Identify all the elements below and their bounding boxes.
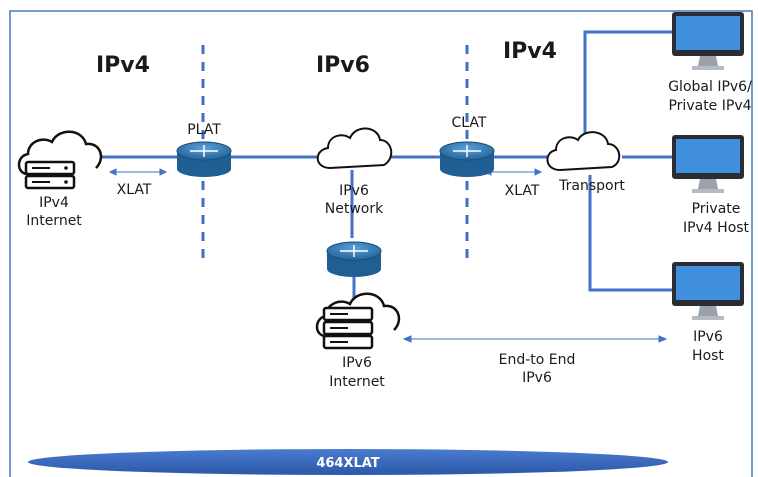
plat-router-icon — [176, 141, 232, 177]
host-global-label-line1: Global IPv6/ — [668, 79, 752, 95]
ipv6-network-cloud-icon — [316, 127, 393, 170]
ipv4-internet-label-line2: Internet — [26, 213, 82, 229]
host-ipv6-label-line1: IPv6 — [693, 329, 723, 345]
region-label-middle: IPv6 — [316, 53, 370, 78]
region-label-right: IPv4 — [503, 39, 557, 64]
host-global-label-line2: Private IPv4 — [668, 98, 751, 114]
link-transport-host-ipv6 — [588, 175, 672, 292]
xlat-label-right: XLAT — [505, 183, 540, 199]
global-host-computer-icon — [672, 12, 744, 70]
plat-label: PLAT — [187, 122, 221, 138]
host-private-label-line2: IPv4 Host — [683, 220, 750, 236]
ipv4-internet-icon — [17, 130, 103, 190]
end-to-end-label-line2: IPv6 — [522, 370, 552, 386]
end-to-end-label-line1: End-to End — [499, 352, 576, 368]
link-transport-host-global — [583, 30, 672, 137]
banner-ellipse — [28, 449, 668, 475]
ipv6-network-label-line1: IPv6 — [339, 183, 369, 199]
xlat-label-left: XLAT — [117, 182, 152, 198]
ipv6-internet-label-line2: Internet — [329, 374, 385, 390]
host-ipv6-label-line2: Host — [692, 348, 724, 364]
ipv6-host-computer-icon — [672, 262, 744, 320]
region-label-left: IPv4 — [96, 53, 150, 78]
host-private-label-line1: Private — [692, 201, 741, 217]
ipv6-internet-label-line1: IPv6 — [342, 355, 372, 371]
clat-label: CLAT — [452, 115, 487, 131]
private-ipv4-host-computer-icon — [672, 135, 744, 193]
transport-cloud-icon — [546, 131, 621, 172]
transport-label: Transport — [558, 178, 625, 194]
ipv6-internet-icon — [315, 292, 401, 350]
connection-lines — [93, 30, 672, 300]
ipv6-network-label-line2: Network — [325, 201, 384, 217]
clat-router-icon — [439, 141, 495, 177]
ipv4-internet-label-line1: IPv4 — [39, 195, 69, 211]
diagram-frame — [9, 10, 753, 477]
ipv6-router-icon — [326, 241, 382, 277]
banner-label: 464XLAT — [316, 456, 379, 471]
